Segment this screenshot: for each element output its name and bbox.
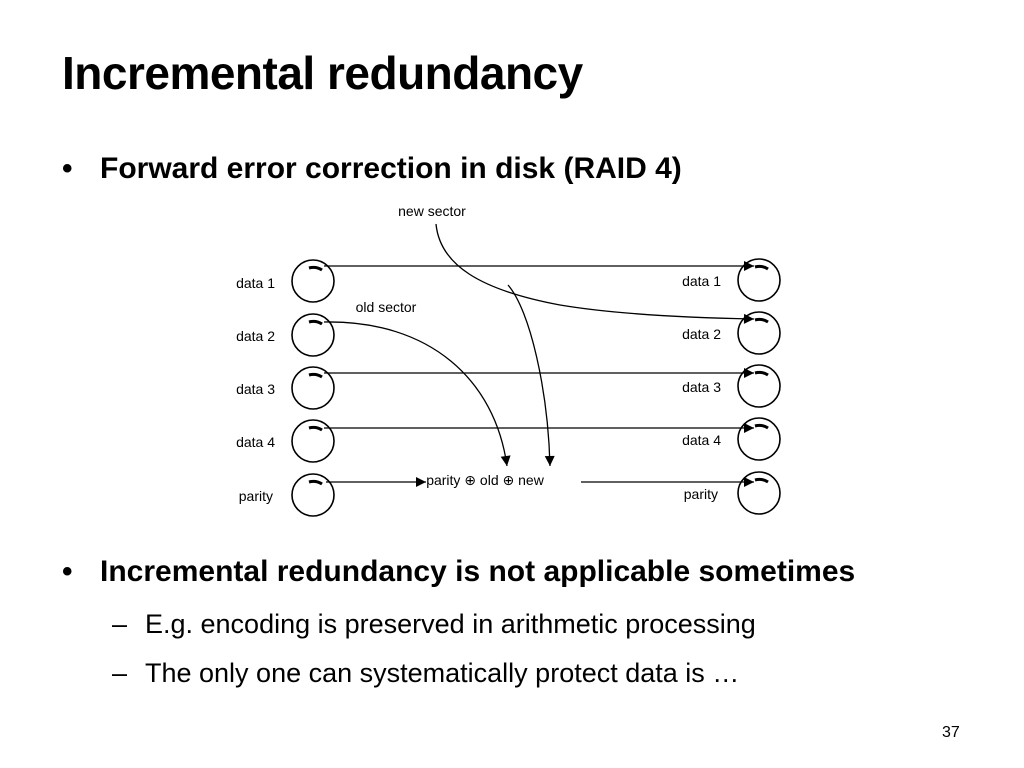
left-disk-data-4 bbox=[291, 419, 335, 463]
right-disk-data-1 bbox=[737, 258, 781, 302]
right-label-data-2: data 2 bbox=[682, 326, 721, 342]
arrow-old-sector bbox=[323, 321, 511, 467]
left-disk-parity bbox=[291, 473, 335, 517]
left-disk-data-1 bbox=[291, 259, 335, 303]
right-disk-data-2 bbox=[737, 311, 781, 355]
left-disk-data-2 bbox=[291, 313, 335, 357]
left-label-data-1: data 1 bbox=[236, 275, 275, 291]
page-number: 37 bbox=[942, 724, 960, 741]
left-label-data-2: data 2 bbox=[236, 328, 275, 344]
parity-expression: parity ⊕ old ⊕ new bbox=[426, 472, 545, 488]
bullet-raid4: • Forward error correction in disk (RAID … bbox=[62, 152, 682, 186]
sub-bullet-text: The only one can systematically protect … bbox=[145, 658, 740, 688]
sub-bullet-text: E.g. encoding is preserved in arithmetic… bbox=[145, 609, 756, 639]
right-label-data-4: data 4 bbox=[682, 432, 721, 448]
page-title: Incremental redundancy bbox=[62, 47, 583, 99]
right-label-data-3: data 3 bbox=[682, 379, 721, 395]
sub-bullet-dash: – bbox=[112, 658, 128, 688]
arrow-new-sector-to-parity bbox=[507, 284, 555, 467]
left-label-data-4: data 4 bbox=[236, 434, 275, 450]
right-disk-data-3 bbox=[737, 364, 781, 408]
sub-bullet-encoding: –E.g. encoding is preserved in arithmeti… bbox=[112, 609, 756, 640]
old-sector-label: old sector bbox=[356, 299, 417, 315]
bullet-not-applicable: • Incremental redundancy is not applicabl… bbox=[62, 555, 855, 589]
bullet-dot: • bbox=[62, 555, 73, 588]
left-label-data-3: data 3 bbox=[236, 381, 275, 397]
left-disk-data-3 bbox=[291, 366, 335, 410]
arrow-new-sector-to-disk bbox=[435, 223, 755, 324]
bullet-dot: • bbox=[62, 152, 73, 185]
right-label-parity: parity bbox=[684, 486, 718, 502]
left-label-parity: parity bbox=[239, 488, 273, 504]
bullet-text: Forward error correction in disk (RAID 4… bbox=[100, 152, 682, 185]
right-label-data-1: data 1 bbox=[682, 273, 721, 289]
new-sector-label: new sector bbox=[398, 203, 466, 219]
sub-bullet-dash: – bbox=[112, 609, 128, 639]
right-disk-data-4 bbox=[737, 417, 781, 461]
sub-bullet-protect: –The only one can systematically protect… bbox=[112, 658, 739, 689]
bullet-text: Incremental redundancy is not applicable… bbox=[100, 555, 856, 588]
right-disk-parity bbox=[737, 471, 781, 515]
